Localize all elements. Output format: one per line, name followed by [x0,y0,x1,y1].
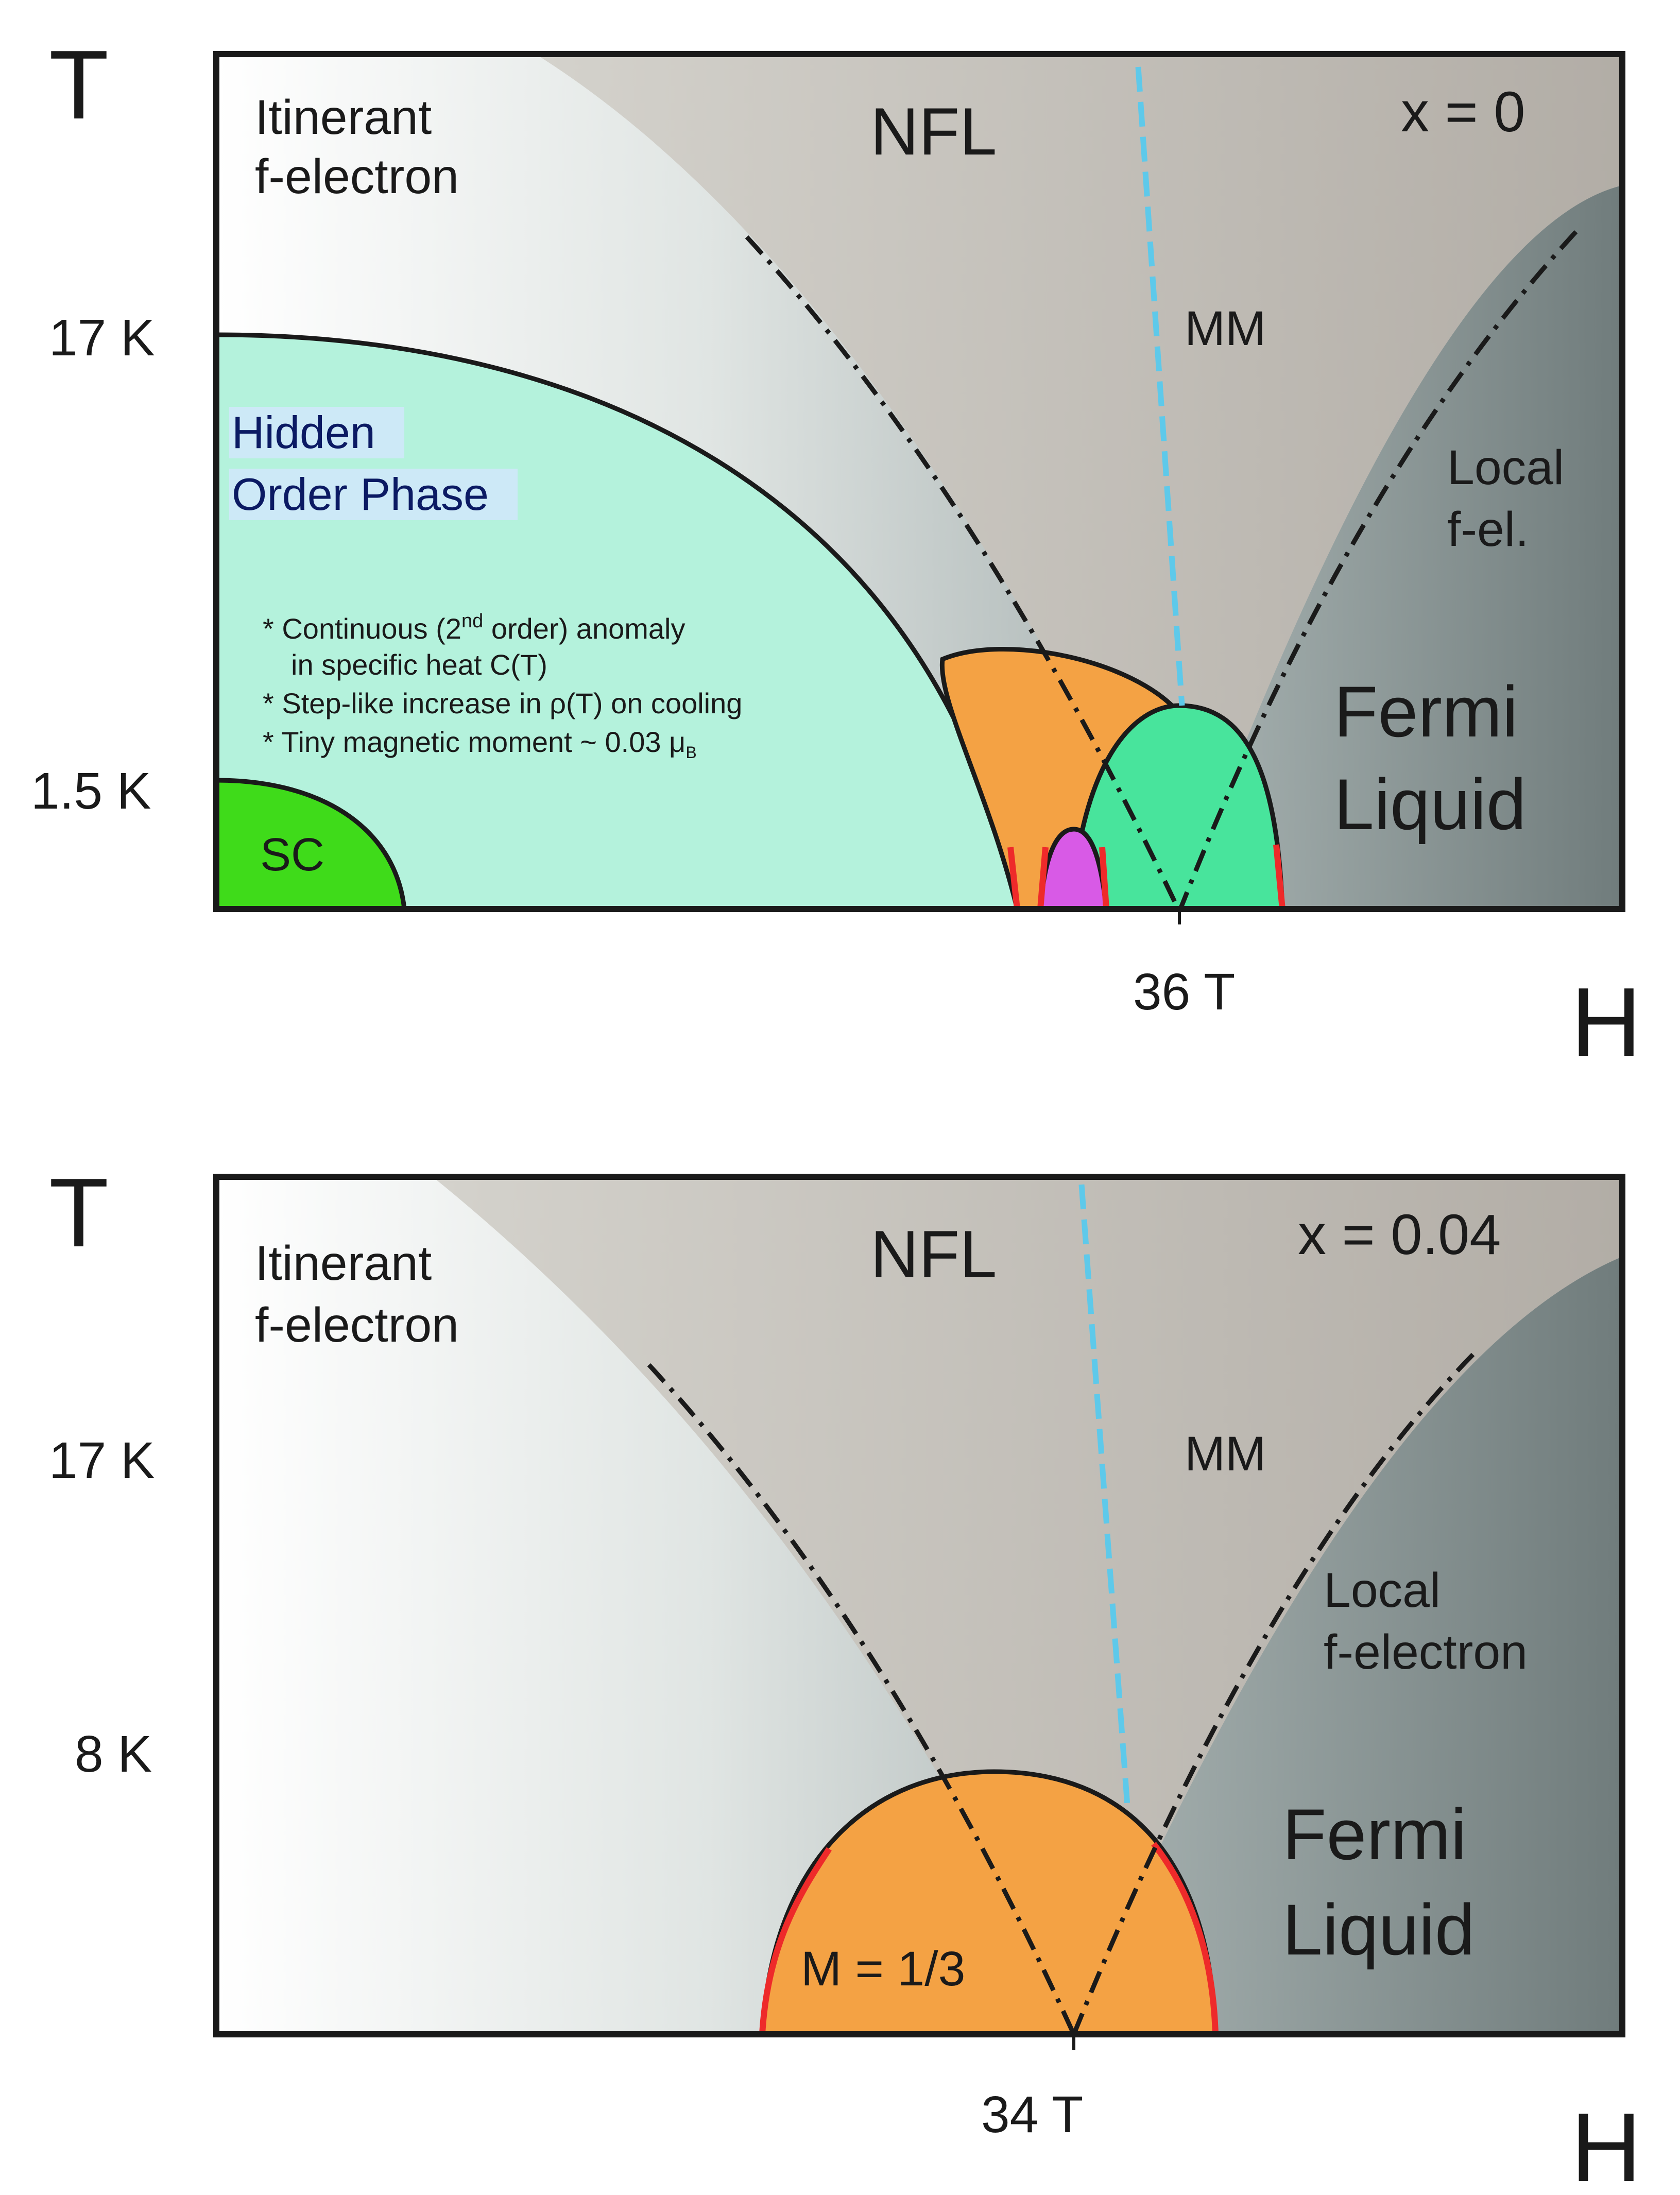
bottom-crossover-left [647,1363,1076,2034]
top-red-edge-1 [1007,847,1020,909]
top-hidden-label-highlight [229,407,404,458]
top-magenta-dome [1038,827,1109,909]
top-tick-1-5k: 1.5 K [31,762,151,820]
bottom-red-edge-right [1151,1842,1219,2034]
top-mm-line [1135,66,1185,706]
top-local-region [1180,185,1622,909]
top-nfl-region [536,54,1622,909]
bottom-fermi-line1: Fermi [1282,1794,1467,1875]
bottom-field-tick-label: 34 T [981,2086,1083,2143]
bottom-mm-label: MM [1185,1427,1266,1481]
top-h-axis-label: H [1571,968,1641,1077]
bottom-nfl-region [433,1177,1622,2034]
top-hidden-line1: Hidden [232,407,375,458]
bottom-local-line1: Local [1324,1563,1441,1618]
top-bullet-1: * Continuous (2nd order) anomaly [263,610,685,645]
bottom-nfl-label: NFL [870,1216,997,1292]
top-sc-label: SC [260,829,324,881]
top-hidden-label-highlight-2 [229,469,518,520]
top-hidden-line2: Order Phase [232,469,489,520]
top-itinerant-line2: f-electron [255,149,459,204]
bottom-doping-label: x = 0.04 [1298,1203,1501,1266]
top-fermi-line2: Liquid [1334,764,1527,845]
bottom-panel: T H 17 K 8 K 34 T x = 0.04 NFL Itinerant… [49,1158,1641,2195]
top-local-line2: f-el. [1447,502,1529,557]
bottom-tick-17k: 17 K [49,1432,155,1489]
top-mm-label: MM [1185,301,1266,356]
bottom-itinerant-line2: f-electron [255,1298,459,1352]
top-crossover-right [1178,230,1578,909]
top-doping-label: x = 0 [1401,80,1525,144]
top-field-tick-label: 36 T [1133,963,1235,1021]
top-red-edge-2 [1037,847,1049,909]
top-frame [213,51,1625,912]
top-bullet-3: * Tiny magnetic moment ~ 0.03 μB [263,726,697,762]
top-bullet-2: * Step-like increase in ρ(T) on cooling [263,687,742,719]
bottom-h-axis-label: H [1571,2093,1641,2195]
top-red-edge-4 [1273,844,1285,909]
top-local-line1: Local [1447,440,1564,495]
top-sc-phase [216,778,407,909]
bottom-local-region [1074,1257,1622,2034]
top-tick-17k: 17 K [49,309,155,367]
top-bullet-1b: in specific heat C(T) [291,648,547,681]
top-nfl-label: NFL [870,94,997,169]
bottom-t-axis-label: T [49,1158,109,1267]
bottom-red-edge-left [759,1847,832,2034]
top-crossover-left [745,235,1181,909]
top-t-axis-label: T [49,30,109,140]
bottom-frame [213,1174,1625,2037]
bottom-local-line2: f-electron [1324,1625,1528,1679]
top-fermi-line1: Fermi [1334,671,1518,752]
top-panel: T H 17 K 1.5 K 36 T x = 0 NFL Itinerant … [31,30,1641,1077]
top-red-edge-3 [1099,847,1109,909]
bottom-itinerant-line1: Itinerant [255,1236,432,1291]
bottom-fermi-line2: Liquid [1282,1889,1475,1970]
bottom-m-third-label: M = 1/3 [801,1942,965,1996]
bottom-crossover-right [1071,1352,1475,2034]
bottom-tick-8k: 8 K [75,1725,152,1783]
top-itinerant-line1: Itinerant [255,90,432,145]
